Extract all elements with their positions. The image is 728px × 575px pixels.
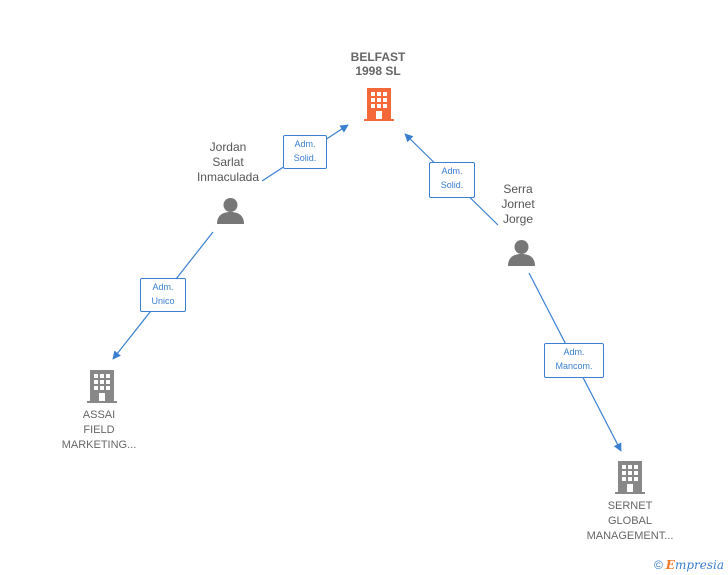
edge-label-line: Adm. [152,282,174,292]
node-label-line: Sarlat [212,155,244,169]
person-icon[interactable] [507,238,536,267]
empresia-watermark: ©Empresia [654,558,724,572]
node-label-line: Jorge [502,212,534,226]
brand-logo-letter: E [665,558,675,572]
edge-label-line: Adm. [563,347,585,357]
edge-label-line: Adm. [294,139,316,149]
node-label-line: Jornet [501,197,535,211]
node-label-belfast[interactable]: BELFAST 1998 SL [338,50,418,78]
edge-label-line: Solid. [293,153,317,163]
edge-label-line: Adm. [441,166,463,176]
brand-logo-text: mpresia [674,558,724,572]
edge-label-serra-belfast[interactable]: Adm. Solid. [429,162,475,198]
person-icon[interactable] [216,196,245,225]
copyright-icon: © [653,558,663,572]
node-label-line: Jordan [209,140,247,154]
node-label-sernet[interactable]: SERNET GLOBAL MANAGEMENT... [575,499,685,544]
edge-label-line: Mancom. [555,361,593,371]
node-label-line: Inmaculada [196,170,260,184]
node-label-serra[interactable]: Serra Jornet Jorge [488,182,548,227]
node-label-line: 1998 SL [355,64,401,78]
edge-label-line: Unico [151,296,175,306]
node-label-jordan[interactable]: Jordan Sarlat Inmaculada [188,140,268,185]
building-icon[interactable] [363,86,395,122]
edge-label-jordan-belfast[interactable]: Adm. Solid. [283,135,327,169]
node-label-line: FIELD [83,424,115,436]
node-label-line: GLOBAL [607,515,653,527]
node-label-line: MANAGEMENT... [586,530,674,542]
node-label-assai[interactable]: ASSAI FIELD MARKETING... [49,408,149,453]
edge-label-jordan-assai[interactable]: Adm. Unico [140,278,186,312]
building-icon[interactable] [86,368,118,404]
node-label-line: ASSAI [82,409,116,421]
edge-label-line: Solid. [440,180,464,190]
node-label-line: BELFAST [350,50,406,64]
node-label-line: Serra [503,182,533,196]
node-label-line: SERNET [607,500,653,512]
building-icon[interactable] [614,459,646,495]
node-label-line: MARKETING... [61,439,137,451]
edge-label-serra-sernet[interactable]: Adm. Mancom. [544,343,604,378]
